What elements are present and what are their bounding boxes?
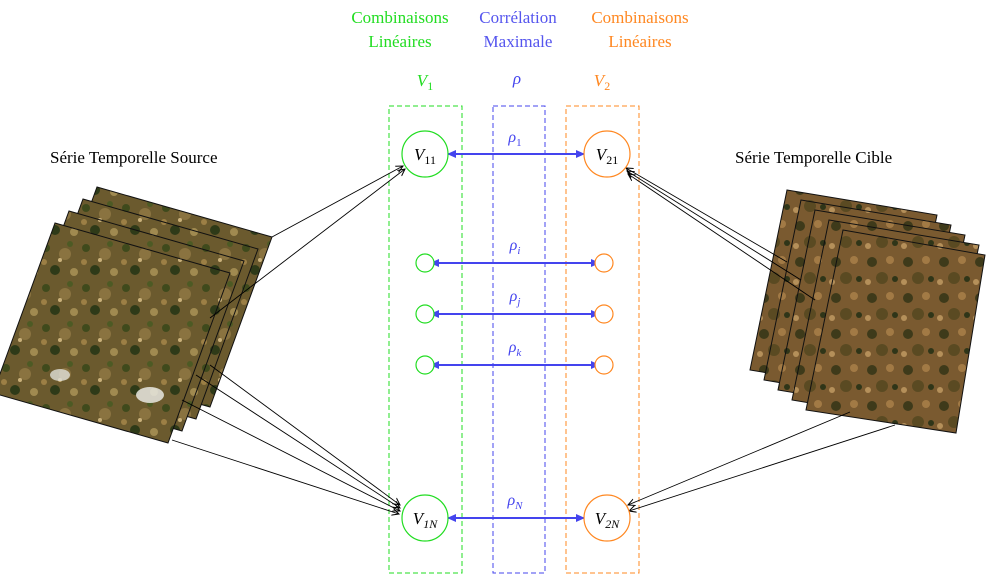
node-v2n (583, 494, 631, 542)
header-right-line1: Combinaisons (591, 8, 689, 27)
source-arrow (181, 399, 400, 511)
source-cloud-patch (50, 369, 70, 381)
source-cloud-patch (136, 387, 164, 403)
node-v11-label: V11 (414, 145, 436, 167)
source-arrow (209, 364, 400, 505)
node-v2-small-j (594, 304, 614, 324)
target-arrow (629, 424, 896, 511)
rho-column-frame (492, 105, 546, 574)
node-v2-small-i (594, 253, 614, 273)
rho-label-j: ρj (509, 288, 521, 308)
source-projection-arrows (171, 166, 405, 514)
header-left-line2: Linéaires (368, 32, 432, 51)
target-image-stack (749, 189, 986, 434)
target-projection-arrows (626, 168, 896, 511)
node-v1-small-i (415, 253, 435, 273)
source-image-layer (0, 222, 231, 444)
source-image-stack (0, 186, 273, 444)
source-arrow (209, 169, 405, 319)
v1-column-frame (388, 105, 463, 574)
target-arrow (628, 411, 851, 505)
source-series-caption: Série Temporelle Source (50, 148, 218, 167)
rho-label-1: ρ1 (507, 129, 521, 149)
column-symbol-v1: V1 (417, 71, 433, 93)
header-linear-combinations-right: Combinaisons Linéaires (575, 6, 705, 54)
target-arrow (628, 174, 816, 301)
target-series-caption: Série Temporelle Cible (735, 148, 893, 167)
column-symbol-rho: ρ (512, 69, 521, 88)
node-v1n-label: V1N (413, 509, 438, 531)
node-v11 (401, 130, 449, 178)
node-v1-small-k (415, 355, 435, 375)
v2-column-frame (565, 105, 640, 574)
header-maximal-correlation: Corrélation Maximale (455, 6, 581, 54)
node-v1-small-j (415, 304, 435, 324)
node-v2-small-k (594, 355, 614, 375)
node-v21-label: V21 (596, 145, 618, 167)
node-v1n (401, 494, 449, 542)
rho-label-n: ρN (506, 492, 523, 512)
source-arrow (171, 439, 399, 514)
header-middle-line1: Corrélation (479, 8, 557, 27)
header-linear-combinations-left: Combinaisons Linéaires (335, 6, 465, 54)
header-middle-line2: Maximale (483, 32, 553, 51)
header-right-line2: Linéaires (608, 32, 672, 51)
node-v21 (583, 130, 631, 178)
rho-label-i: ρi (509, 237, 521, 257)
target-arrow (627, 171, 802, 281)
correlation-arrows (430, 150, 600, 522)
rho-label-k: ρk (508, 339, 523, 359)
target-image-layer (805, 229, 986, 434)
target-arrow (626, 168, 788, 263)
header-left-line1: Combinaisons (351, 8, 449, 27)
source-arrow (195, 374, 400, 508)
column-symbol-v2: V2 (594, 71, 610, 93)
node-v2n-label: V2N (595, 509, 620, 531)
source-arrow (271, 166, 403, 238)
